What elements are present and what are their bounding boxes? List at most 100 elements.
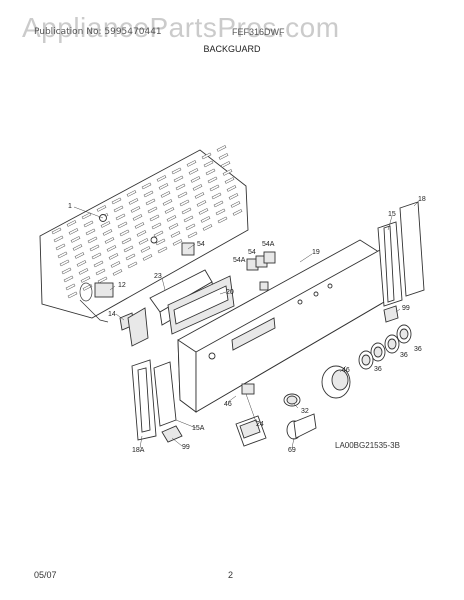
vent-slot	[207, 176, 218, 184]
leader-lines	[73, 199, 421, 449]
vent-slot	[166, 215, 177, 222]
vent-slot	[155, 238, 166, 246]
vent-slot	[70, 236, 81, 243]
part-label: 54	[248, 249, 256, 256]
vent-slot	[213, 200, 224, 208]
switch-part	[235, 383, 267, 447]
vent-slot	[76, 260, 87, 267]
vent-slot	[170, 231, 181, 238]
part-label: 18A	[132, 447, 145, 454]
vent-slot	[95, 268, 106, 276]
vent-slot	[172, 239, 183, 246]
vent-slot	[91, 252, 102, 260]
vent-slot	[96, 205, 107, 212]
part-label: 19	[312, 249, 320, 256]
vent-slot	[164, 207, 175, 214]
vent-slot	[141, 182, 152, 190]
part-label: 24	[256, 421, 264, 428]
section-title: BACKGUARD	[203, 44, 261, 54]
vent-slot	[59, 259, 70, 267]
vent-slot	[143, 190, 154, 198]
part-label: 1	[68, 203, 72, 210]
screw-part	[286, 413, 317, 440]
right-end-cap-part	[377, 201, 425, 307]
vent-slot	[181, 207, 192, 215]
model-number: FEF316DWF	[232, 27, 285, 37]
vent-slot	[67, 291, 78, 299]
vent-slot	[78, 268, 89, 275]
vent-slot	[113, 205, 124, 213]
vent-slot	[224, 177, 235, 184]
part-label: 36	[400, 352, 408, 359]
vent-slot	[201, 152, 212, 160]
part-label: 12	[118, 282, 126, 289]
vent-slot	[183, 215, 194, 223]
vent-slot	[157, 246, 168, 254]
knob-parts	[358, 324, 412, 370]
vent-slot	[102, 229, 113, 236]
vent-slot	[68, 228, 79, 235]
vent-slot	[156, 175, 167, 182]
vent-slot	[128, 198, 139, 205]
vent-slot	[61, 267, 72, 275]
part-label: 36	[414, 346, 422, 353]
vent-slot	[112, 269, 123, 276]
vent-slot	[171, 167, 182, 175]
vent-slot	[190, 176, 201, 183]
vent-slot	[160, 191, 171, 198]
vent-slot	[108, 253, 119, 260]
vent-slot	[192, 184, 203, 191]
vent-slot	[117, 221, 128, 229]
part-label: 99	[402, 305, 410, 312]
publication-number: Publication No: 5995470441	[34, 27, 162, 37]
vent-slot	[203, 160, 214, 168]
vent-slot	[153, 230, 164, 238]
vent-slot	[136, 230, 147, 237]
part-label: 99	[182, 444, 190, 451]
vent-slot	[188, 168, 199, 175]
main-backguard-panel	[177, 239, 385, 413]
vent-slot	[151, 222, 162, 230]
vent-slot	[87, 236, 98, 244]
vent-slot	[147, 206, 158, 214]
vent-slot	[83, 220, 94, 228]
part-label: 32	[301, 408, 309, 415]
vent-slot	[104, 237, 115, 244]
vent-slot	[106, 245, 117, 252]
vent-slot	[220, 161, 231, 168]
vent-slot	[140, 246, 151, 253]
vent-slot	[200, 216, 211, 223]
vent-slot	[126, 190, 137, 197]
vent-slot	[110, 261, 121, 268]
part-label: 20	[226, 289, 234, 296]
push-button-part	[283, 393, 301, 407]
part-label: 36	[374, 366, 382, 373]
vent-slot	[55, 243, 66, 251]
vent-slot	[66, 220, 77, 227]
vent-slot	[142, 254, 153, 261]
vent-slot	[145, 198, 156, 206]
vent-slot	[173, 175, 184, 183]
part-label: 54A	[262, 241, 275, 248]
vent-slot	[53, 235, 64, 243]
vent-slot	[168, 223, 179, 230]
vent-slot	[93, 260, 104, 268]
vent-slot	[51, 227, 62, 235]
vent-slot	[57, 251, 68, 259]
vent-slot	[218, 153, 229, 160]
vent-slot	[222, 169, 233, 176]
vent-slot	[100, 221, 111, 228]
vent-slot	[158, 183, 169, 190]
vent-slot	[111, 197, 122, 205]
vent-slot	[74, 252, 85, 259]
vent-slot	[211, 192, 222, 200]
vent-slot	[216, 145, 227, 152]
vent-slot	[215, 208, 226, 216]
page-number: 2	[228, 570, 234, 580]
watermark-logo: AppliancePartsPros.com	[22, 12, 340, 43]
vent-slot	[228, 193, 239, 200]
footer-date: 05/07	[34, 570, 57, 580]
part-label: 15	[388, 211, 396, 218]
large-knob-part	[321, 365, 351, 399]
